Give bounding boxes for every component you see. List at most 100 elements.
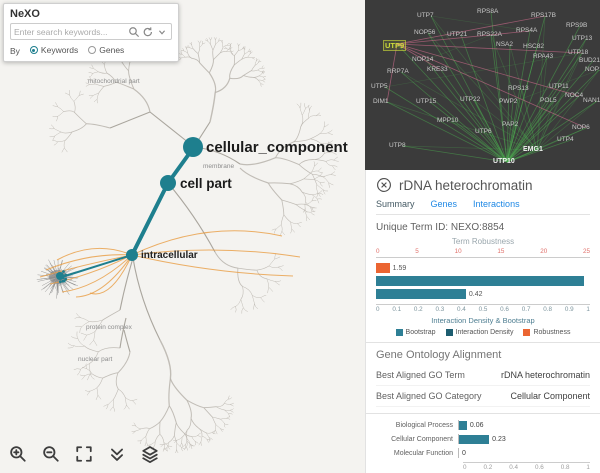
chevron-down-icon[interactable] bbox=[156, 26, 168, 38]
legend-item: Robustness bbox=[523, 329, 570, 336]
axis-tick: 0.9 bbox=[565, 306, 574, 314]
robustness-top-axis: 0510152025 bbox=[376, 248, 590, 256]
tree-node-label[interactable]: cellular_component bbox=[206, 139, 348, 156]
go-alignment-row: Best Aligned GO CategoryCellular Compone… bbox=[376, 386, 590, 407]
close-icon[interactable] bbox=[376, 177, 392, 193]
gene-node-pap2[interactable]: PAP2 bbox=[502, 121, 518, 128]
axis-tick: 20 bbox=[540, 248, 547, 256]
search-box bbox=[10, 23, 172, 40]
gene-node-nop1[interactable]: NOP1 bbox=[585, 66, 600, 73]
tree-node-label[interactable]: protein complex bbox=[86, 324, 132, 331]
legend-label: Bootstrap bbox=[406, 329, 436, 336]
gene-node-nop56[interactable]: NOP56 bbox=[414, 29, 435, 36]
legend-swatch bbox=[446, 329, 453, 336]
gene-node-mpp10[interactable]: MPP10 bbox=[437, 117, 458, 124]
gene-node-rps13[interactable]: RPS13 bbox=[508, 85, 529, 92]
gene-node-utp7[interactable]: UTP7 bbox=[417, 12, 434, 19]
gene-node-utp4[interactable]: UTP4 bbox=[557, 136, 574, 143]
detail-tabs: Summary Genes Interactions bbox=[376, 199, 590, 215]
gene-node-pol5[interactable]: POL5 bbox=[540, 97, 557, 104]
go-bar-track: 0.23 bbox=[458, 434, 590, 444]
gene-node-rps4a[interactable]: RPS4A bbox=[516, 27, 537, 34]
gene-node-utp5[interactable]: UTP5 bbox=[371, 83, 388, 90]
legend-label: Interaction Density bbox=[456, 329, 514, 336]
layers-button[interactable] bbox=[140, 445, 160, 465]
bar-value-label: 0.06 bbox=[470, 422, 484, 429]
bar-biological-process bbox=[459, 421, 467, 430]
search-icon[interactable] bbox=[128, 26, 140, 38]
gene-node-rrp7a[interactable]: RRP7A bbox=[387, 68, 409, 75]
gene-node-utp21[interactable]: UTP21 bbox=[447, 31, 467, 38]
search-mode-options: Keywords Genes bbox=[30, 45, 134, 56]
gene-node-nop14[interactable]: NOP14 bbox=[412, 56, 433, 63]
gene-node-utp9[interactable]: UTP9 bbox=[383, 40, 406, 51]
go-row-label: Best Aligned GO Term bbox=[376, 370, 465, 380]
robustness-bottom-axis: 00.10.20.30.40.50.60.70.80.91 bbox=[376, 306, 590, 314]
gene-node-utp13[interactable]: UTP13 bbox=[572, 35, 592, 42]
legend-swatch bbox=[523, 329, 530, 336]
ontology-tree-panel[interactable]: mitochondrial part cellular_componentmemb… bbox=[0, 0, 365, 473]
radio-genes[interactable]: Genes bbox=[88, 45, 124, 55]
axis-tick: 0.6 bbox=[500, 306, 509, 314]
radio-circle-icon bbox=[30, 46, 38, 54]
gene-node-nsa2[interactable]: NSA2 bbox=[496, 41, 513, 48]
gene-node-nop6[interactable]: NOP6 bbox=[572, 124, 590, 131]
radio-keywords[interactable]: Keywords bbox=[30, 45, 78, 55]
interaction-network-panel[interactable]: UTP7 RPS8A RPS17B RPS9B NOP56 UTP21 RPS22A RPS4… bbox=[365, 0, 600, 170]
gene-node-kre33[interactable]: KRE33 bbox=[427, 66, 448, 73]
gene-node-rps8a[interactable]: RPS8A bbox=[477, 8, 498, 15]
gene-node-nan1[interactable]: NAN1 bbox=[583, 97, 600, 104]
go-row-value: rDNA heterochromatin bbox=[501, 370, 590, 380]
gene-node-utp10[interactable]: UTP10 bbox=[493, 158, 515, 165]
gene-node-rps17b[interactable]: RPS17B bbox=[531, 12, 556, 19]
go-bar-track: 0.06 bbox=[458, 420, 590, 430]
gene-node-utp11[interactable]: UTP11 bbox=[549, 83, 569, 90]
gene-node-utp15[interactable]: UTP15 bbox=[416, 98, 436, 105]
tree-node-label[interactable]: intracellular bbox=[141, 250, 198, 261]
tree-node-label[interactable]: membrane bbox=[203, 163, 234, 170]
tree-node-label[interactable]: cell part bbox=[180, 176, 232, 191]
axis-tick: 0.6 bbox=[535, 464, 544, 471]
tree-node-label[interactable]: mitochondrial part bbox=[88, 78, 140, 85]
zoom-out-button[interactable] bbox=[41, 445, 61, 465]
tab-genes[interactable]: Genes bbox=[431, 199, 458, 209]
collapse-tree-button[interactable] bbox=[107, 445, 127, 465]
gene-node-noc4[interactable]: NOC4 bbox=[565, 92, 583, 99]
fit-screen-button[interactable] bbox=[74, 445, 94, 465]
ontology-tree-graphic bbox=[0, 0, 365, 473]
unique-term-id: Unique Term ID: NEXO:8854 bbox=[376, 222, 590, 233]
tab-interactions[interactable]: Interactions bbox=[473, 199, 520, 209]
search-input[interactable] bbox=[14, 27, 126, 37]
bar-value-label: 1.59 bbox=[393, 265, 407, 272]
gene-node-utp22[interactable]: UTP22 bbox=[460, 96, 480, 103]
axis-tick: 15 bbox=[497, 248, 504, 256]
tree-node-label[interactable]: nuclear part bbox=[78, 356, 112, 363]
gene-node-rpa43[interactable]: RPA43 bbox=[533, 53, 553, 60]
gene-node-rps22a[interactable]: RPS22A bbox=[477, 31, 502, 38]
axis-tick: 1 bbox=[586, 464, 590, 471]
legend-swatch bbox=[396, 329, 403, 336]
gene-node-utp6[interactable]: UTP6 bbox=[475, 128, 492, 135]
go-alignment-table: Best Aligned GO Term rDNA heterochromatin… bbox=[376, 365, 590, 407]
gene-node-hsc82[interactable]: HSC82 bbox=[523, 43, 544, 50]
zoom-in-icon bbox=[9, 445, 27, 463]
bar-value-label: 0.42 bbox=[469, 291, 483, 298]
robustness-x-label: Interaction Density & Bootstrap bbox=[376, 316, 590, 325]
axis-tick: 0.4 bbox=[509, 464, 518, 471]
axis-tick: 0.8 bbox=[561, 464, 570, 471]
gene-node-utp8[interactable]: UTP8 bbox=[389, 142, 406, 149]
go-category-chart: Biological Process0.06Cellular Component… bbox=[376, 420, 590, 471]
gene-node-dim1[interactable]: DIM1 bbox=[373, 98, 389, 105]
legend-item: Bootstrap bbox=[396, 329, 436, 336]
tab-summary[interactable]: Summary bbox=[376, 199, 415, 209]
axis-tick: 0.7 bbox=[522, 306, 531, 314]
gene-node-utp18[interactable]: UTP18 bbox=[568, 49, 588, 56]
gene-node-rps9b[interactable]: RPS9B bbox=[566, 22, 587, 29]
zoom-in-button[interactable] bbox=[8, 445, 28, 465]
gene-node-pwp2[interactable]: PWP2 bbox=[499, 98, 517, 105]
reset-icon[interactable] bbox=[142, 26, 154, 38]
gene-node-bud21[interactable]: BUD21 bbox=[579, 57, 600, 64]
axis-tick: 0.2 bbox=[483, 464, 492, 471]
gene-node-emg1[interactable]: EMG1 bbox=[523, 146, 543, 153]
divider bbox=[366, 342, 600, 343]
